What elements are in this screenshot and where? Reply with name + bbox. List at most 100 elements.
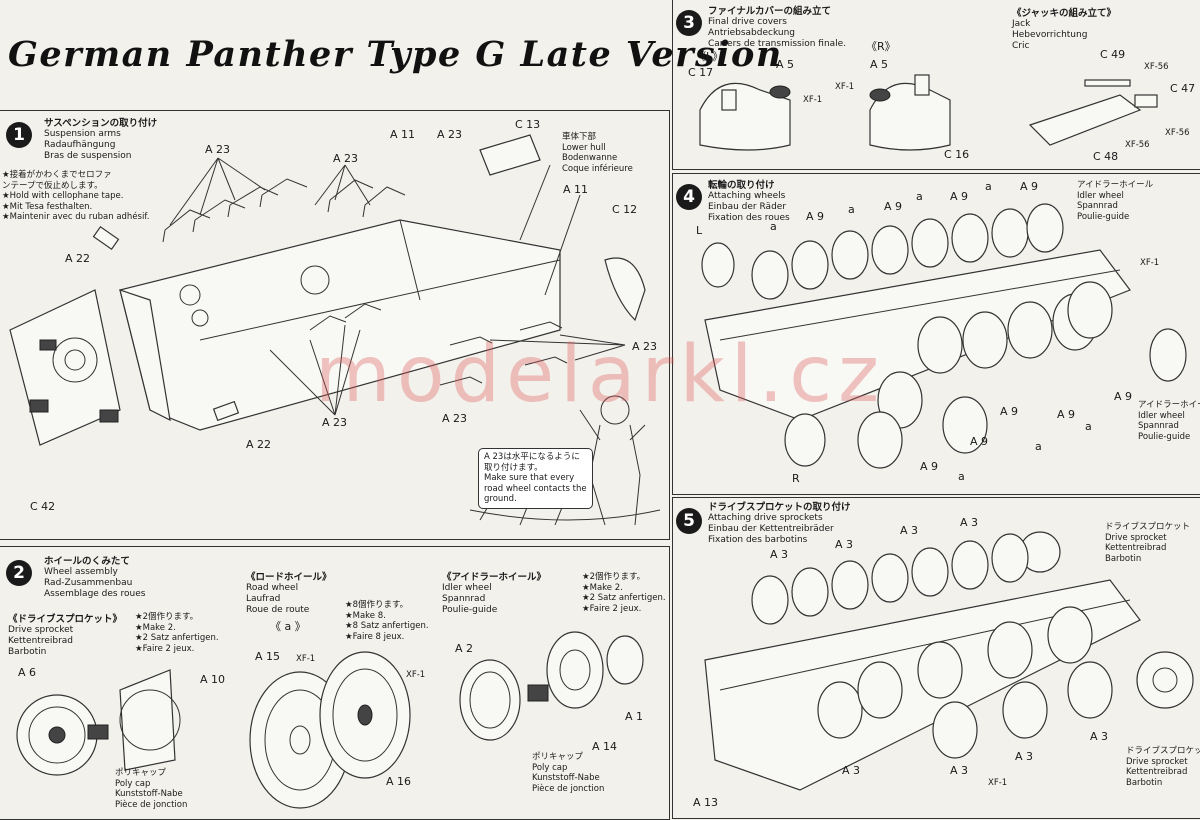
- road-wheel-note-line: ★8個作ります。: [345, 600, 409, 610]
- part-a15: A 15: [255, 650, 281, 663]
- part-a9: A 9: [920, 460, 939, 473]
- step2-header: ホイールのくみたて Wheel assembly Rad-Zusammenbau…: [44, 556, 145, 600]
- drive-sprocket-note-line: ★Make 2.: [135, 622, 176, 633]
- jack-header-line: Jack: [1012, 19, 1031, 29]
- step4-header: 転輪の取り付け Attaching wheels Einbau der Räde…: [708, 180, 790, 224]
- drive-sprocket-title: 《ドライブスプロケット》 Drive sprocket Kettentreibr…: [8, 614, 122, 658]
- step2-header-jp: ホイールのくみたて: [44, 556, 130, 567]
- paint-xf1: XF-1: [835, 82, 855, 92]
- tape-note-line: ★Mit Tesa festhalten.: [2, 201, 93, 212]
- part-a5: A 5: [776, 58, 795, 71]
- final-drive-cover-right: [869, 74, 951, 151]
- road-wheel-note-line: ★Faire 8 jeux.: [345, 631, 405, 642]
- drive-sprocket-title-line: 《ドライブスプロケット》: [8, 614, 123, 625]
- drive-sprocket-label-line: Barbotin: [1126, 777, 1163, 788]
- road-wheel-note: ★8個作ります。 ★Make 8. ★8 Satz anfertigen. ★F…: [345, 600, 429, 642]
- step4-number: 4: [676, 184, 702, 210]
- jack-header-line: Cric: [1012, 41, 1030, 51]
- step3-number: 3: [676, 10, 702, 36]
- idler-poly-cap-line: Kunststoff-Nabe: [532, 773, 600, 783]
- left-cover-label: 《L》: [695, 50, 724, 63]
- tape-note-line: ★接着がかわくまでセロファ: [2, 170, 112, 180]
- step5-number: 5: [676, 508, 702, 534]
- idler-wheel-note: ★2個作ります。 ★Make 2. ★2 Satz anfertigen. ★F…: [582, 572, 666, 614]
- step3-header: ファイナルカバーの組み立て Final drive covers Antrieb…: [708, 6, 846, 50]
- idler-wheel-label-line: アイドラーホイール: [1138, 400, 1200, 410]
- tape-note-line: ★Maintenir avec du ruban adhésif.: [2, 212, 150, 222]
- drive-sprocket-note-line: ★2個作ります。: [135, 612, 199, 622]
- part-a3: A 3: [770, 548, 789, 561]
- part-a9: A 9: [1000, 405, 1019, 418]
- road-wheel-code: 《 a 》: [270, 620, 306, 633]
- part-L: L: [696, 224, 703, 237]
- road-wheel-note-line: ★Make 8.: [345, 610, 386, 621]
- part-a23: A 23: [205, 143, 231, 156]
- poly-cap-label: ポリキャップ Poly cap Kunststoff-Nabe Pièce de…: [115, 768, 187, 810]
- drive-sprocket-title-line: Drive sprocket: [8, 625, 74, 635]
- paint-xf56: XF-56: [1125, 140, 1150, 150]
- idler-wheel-label-line: Poulie-guide: [1138, 431, 1191, 442]
- idler-wheel-note-line: ★2個作ります。: [582, 572, 646, 582]
- step5-header-de: Einbau der Kettentreibräder: [708, 524, 834, 534]
- drive-sprocket-label: ドライブスプロケット Drive sprocket Kettentreibrad…: [1105, 522, 1190, 564]
- leader-lines-step1: [169, 157, 626, 416]
- wheel-code-a: a: [848, 203, 855, 216]
- right-cover-label: 《R》: [866, 40, 896, 53]
- drive-sprocket-title-line: Barbotin: [8, 647, 47, 657]
- road-wheel-title-line: 《ロードホイール》: [246, 572, 332, 583]
- idler-wheel-label: アイドラーホイール Idler wheel Spannrad Poulie-gu…: [1077, 180, 1153, 222]
- idler-poly-cap-line: Poly cap: [532, 762, 568, 773]
- wheel-code-a: a: [1085, 420, 1092, 433]
- part-a9: A 9: [1057, 408, 1076, 421]
- step4-header-fr: Fixation des roues: [708, 213, 790, 223]
- jack-drawing: [1028, 79, 1158, 146]
- idler-wheel-title-line: Idler wheel: [442, 583, 492, 593]
- paint-xf1: XF-1: [296, 654, 316, 664]
- jack-header-line: 《ジャッキの組み立て》: [1012, 8, 1117, 19]
- paint-xf56: XF-56: [1165, 128, 1190, 138]
- part-a23: A 23: [322, 416, 348, 429]
- c12-part: [604, 257, 646, 322]
- page-title: German Panther Type G Late Version: [8, 34, 783, 75]
- part-c13: C 13: [515, 118, 541, 131]
- poly-cap-label-line: Pièce de jonction: [115, 799, 188, 810]
- part-a9: A 9: [884, 200, 903, 213]
- paint-xf56: XF-56: [1144, 62, 1169, 72]
- road-wheel-title: 《ロードホイール》 Road wheel Laufrad Roue de rou…: [246, 572, 332, 616]
- step5-header-jp: ドライブスプロケットの取り付け: [708, 502, 851, 513]
- drive-sprocket-note-line: ★Faire 2 jeux.: [135, 643, 195, 654]
- part-a9: A 9: [1114, 390, 1133, 403]
- road-wheel-drawing: [249, 651, 411, 809]
- step5-header: ドライブスプロケットの取り付け Attaching drive sprocket…: [708, 502, 851, 546]
- poly-cap-label-line: Kunststoff-Nabe: [115, 789, 183, 799]
- drive-sprocket-label-line: Drive sprocket: [1105, 532, 1167, 543]
- part-c49: C 49: [1100, 48, 1126, 61]
- idler-wheel-title: 《アイドラーホイール》 Idler wheel Spannrad Poulie-…: [442, 572, 546, 616]
- step3-header-jp: ファイナルカバーの組み立て: [708, 6, 832, 17]
- paint-xf1: XF-1: [406, 670, 426, 680]
- step2-header-en: Wheel assembly: [44, 567, 118, 577]
- part-a3: A 3: [1015, 750, 1034, 763]
- wheel-code-a: a: [916, 190, 923, 203]
- idler-wheel-title-line: Spannrad: [442, 594, 486, 604]
- lower-hull-drawing: [119, 219, 561, 431]
- step1-number: 1: [6, 122, 32, 148]
- tip-bubble-line: road wheel contacts the: [484, 483, 587, 494]
- idler-wheel-label-line: Idler wheel: [1077, 190, 1124, 201]
- a22-parts: [92, 225, 240, 422]
- suspension-arms-lower: [309, 303, 568, 386]
- poly-cap-label-line: Poly cap: [115, 778, 151, 789]
- step1-header-de: Radaufhängung: [44, 140, 116, 150]
- part-c42: C 42: [30, 500, 56, 513]
- drive-sprocket-title-line: Kettentreibrad: [8, 636, 73, 646]
- step2-number: 2: [6, 560, 32, 586]
- idler-wheel-note-line: ★Faire 2 jeux.: [582, 603, 642, 614]
- idler-wheel-label-line: Idler wheel: [1138, 410, 1185, 421]
- jack-header: 《ジャッキの組み立て》 Jack Hebevorrichtung Cric: [1012, 8, 1116, 52]
- part-c47: C 47: [1170, 82, 1196, 95]
- lower-hull-label-line: Lower hull: [562, 142, 606, 153]
- part-a23: A 23: [333, 152, 359, 165]
- road-wheels-step5: [751, 533, 1113, 759]
- road-wheel-note-line: ★8 Satz anfertigen.: [345, 621, 429, 631]
- step1-header: サスペンションの取り付け Suspension arms Radaufhängu…: [44, 118, 157, 162]
